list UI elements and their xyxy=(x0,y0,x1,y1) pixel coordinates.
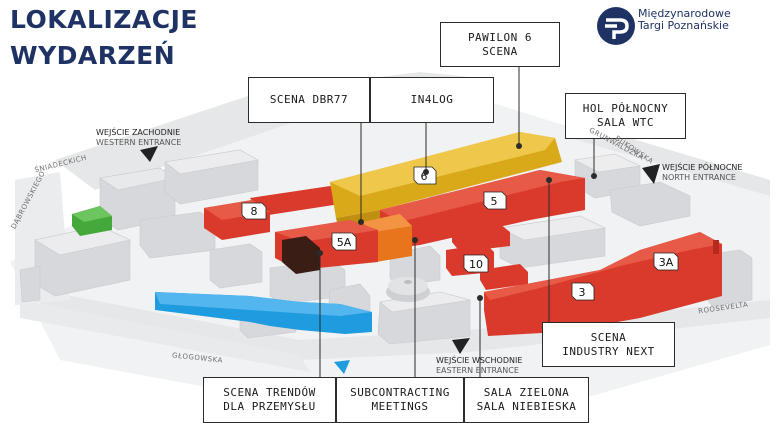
callout-hol-polnocny-line-1: HOL PÓŁNOCNY xyxy=(582,102,669,115)
callout-scena-dbr77[interactable]: SCENA DBR77 xyxy=(248,77,370,123)
hall-tag-6: 6 xyxy=(413,166,437,185)
page-title-line-2: WYDARZEŃ xyxy=(10,41,176,70)
west-entrance-label: WEJŚCIE ZACHODNIE WESTERN ENTRANCE xyxy=(96,128,181,148)
blue-entrance-marker xyxy=(334,360,350,374)
callout-sala-zielona-line-1: SALA ZIELONA xyxy=(483,386,570,399)
logo-line-1: Międzynarodowe xyxy=(638,7,731,20)
callout-scena-trendow[interactable]: SCENA TRENDÓW DLA PRZEMYSŁU xyxy=(203,377,336,423)
leader-lines xyxy=(319,67,595,377)
callout-sala-zielona[interactable]: SALA ZIELONA SALA NIEBIESKA xyxy=(464,377,589,423)
callout-scena-trendow-line-2: DLA PRZEMYSŁU xyxy=(223,400,316,413)
hall-5-shape xyxy=(380,170,585,250)
callout-pawilon-6-line-1: PAWILON 6 xyxy=(467,30,533,44)
north-entrance-label: WEJŚCIE PÓŁNOCNE NORTH ENTRANCE xyxy=(662,163,742,183)
hall-number-8: 8 xyxy=(251,205,258,218)
callout-sala-zielona-line-2: SALA NIEBIESKA xyxy=(476,400,577,413)
hall-tag-10: 10 xyxy=(463,254,489,273)
callout-in4log[interactable]: IN4LOG xyxy=(370,77,494,123)
callout-in4log-line-1: IN4LOG xyxy=(410,93,454,106)
east-entrance-label: WEJŚCIE WSCHODNIE EASTERN ENTRANCE xyxy=(436,356,522,376)
callout-subcontracting-meetings[interactable]: SUBCONTRACTING MEETINGS xyxy=(336,377,464,423)
hall-tags: 8 6 5 5A 10 3 3A xyxy=(241,166,679,301)
callout-industry-next-line-2: INDUSTRY NEXT xyxy=(562,344,655,358)
hall-tag-3a: 3A xyxy=(653,252,679,271)
callout-pawilon-6[interactable]: PAWILON 6 SCENA xyxy=(440,22,560,67)
callout-subcontracting-line-2: MEETINGS xyxy=(371,400,429,413)
east-entrance-marker xyxy=(452,338,470,354)
hall-number-5: 5 xyxy=(491,195,498,208)
page-title-line-1: LOKALIZACJE xyxy=(10,5,198,34)
blue-building xyxy=(155,292,372,334)
west-entrance-marker xyxy=(140,146,158,162)
mtp-logo: Międzynarodowe Targi Poznańskie xyxy=(596,4,776,48)
callout-scena-dbr77-line-1: SCENA DBR77 xyxy=(269,93,349,106)
hall-number-6: 6 xyxy=(421,170,428,183)
hall-number-5a: 5A xyxy=(337,236,352,249)
callout-scena-trendow-line-1: SCENA TRENDÓW xyxy=(223,386,316,399)
east-entrance-en: EASTERN ENTRANCE xyxy=(436,366,519,375)
north-entrance-marker xyxy=(642,164,660,184)
green-building xyxy=(72,206,112,236)
callout-hol-polnocny[interactable]: HOL PÓŁNOCNY SALA WTC xyxy=(565,93,686,139)
logo-line-2: Targi Poznańskie xyxy=(638,19,729,32)
north-entrance-pl: WEJŚCIE PÓŁNOCNE xyxy=(662,163,743,172)
callout-hol-polnocny-line-2: SALA WTC xyxy=(597,116,654,129)
west-entrance-pl: WEJŚCIE ZACHODNIE xyxy=(96,128,181,137)
callout-industry-next-line-1: SCENA xyxy=(590,330,627,344)
hall-tag-8: 8 xyxy=(241,202,267,220)
hall-tag-5: 5 xyxy=(483,191,507,210)
hall-number-10: 10 xyxy=(469,258,483,271)
logo-text: Międzynarodowe Targi Poznańskie xyxy=(638,8,731,32)
callout-subcontracting-line-1: SUBCONTRACTING xyxy=(350,386,450,399)
hall-tag-3: 3 xyxy=(571,282,595,301)
hall-number-3: 3 xyxy=(579,286,586,299)
north-entrance-en: NORTH ENTRANCE xyxy=(662,173,736,182)
mtp-logo-icon xyxy=(597,7,635,45)
leader-dots xyxy=(317,143,597,301)
east-entrance-pl: WEJŚCIE WSCHODNIE xyxy=(436,356,523,365)
entrance-markers xyxy=(140,146,660,374)
callout-industry-next[interactable]: SCENA INDUSTRY NEXT xyxy=(542,322,675,367)
west-entrance-en: WESTERN ENTRANCE xyxy=(96,138,182,147)
grey-buildings xyxy=(19,149,753,345)
callout-pawilon-6-line-2: SCENA xyxy=(482,44,518,58)
hall-number-3a: 3A xyxy=(659,256,674,269)
dome xyxy=(386,277,430,302)
hall-5a-shape xyxy=(275,220,378,274)
hall-tag-5a: 5A xyxy=(331,232,357,251)
